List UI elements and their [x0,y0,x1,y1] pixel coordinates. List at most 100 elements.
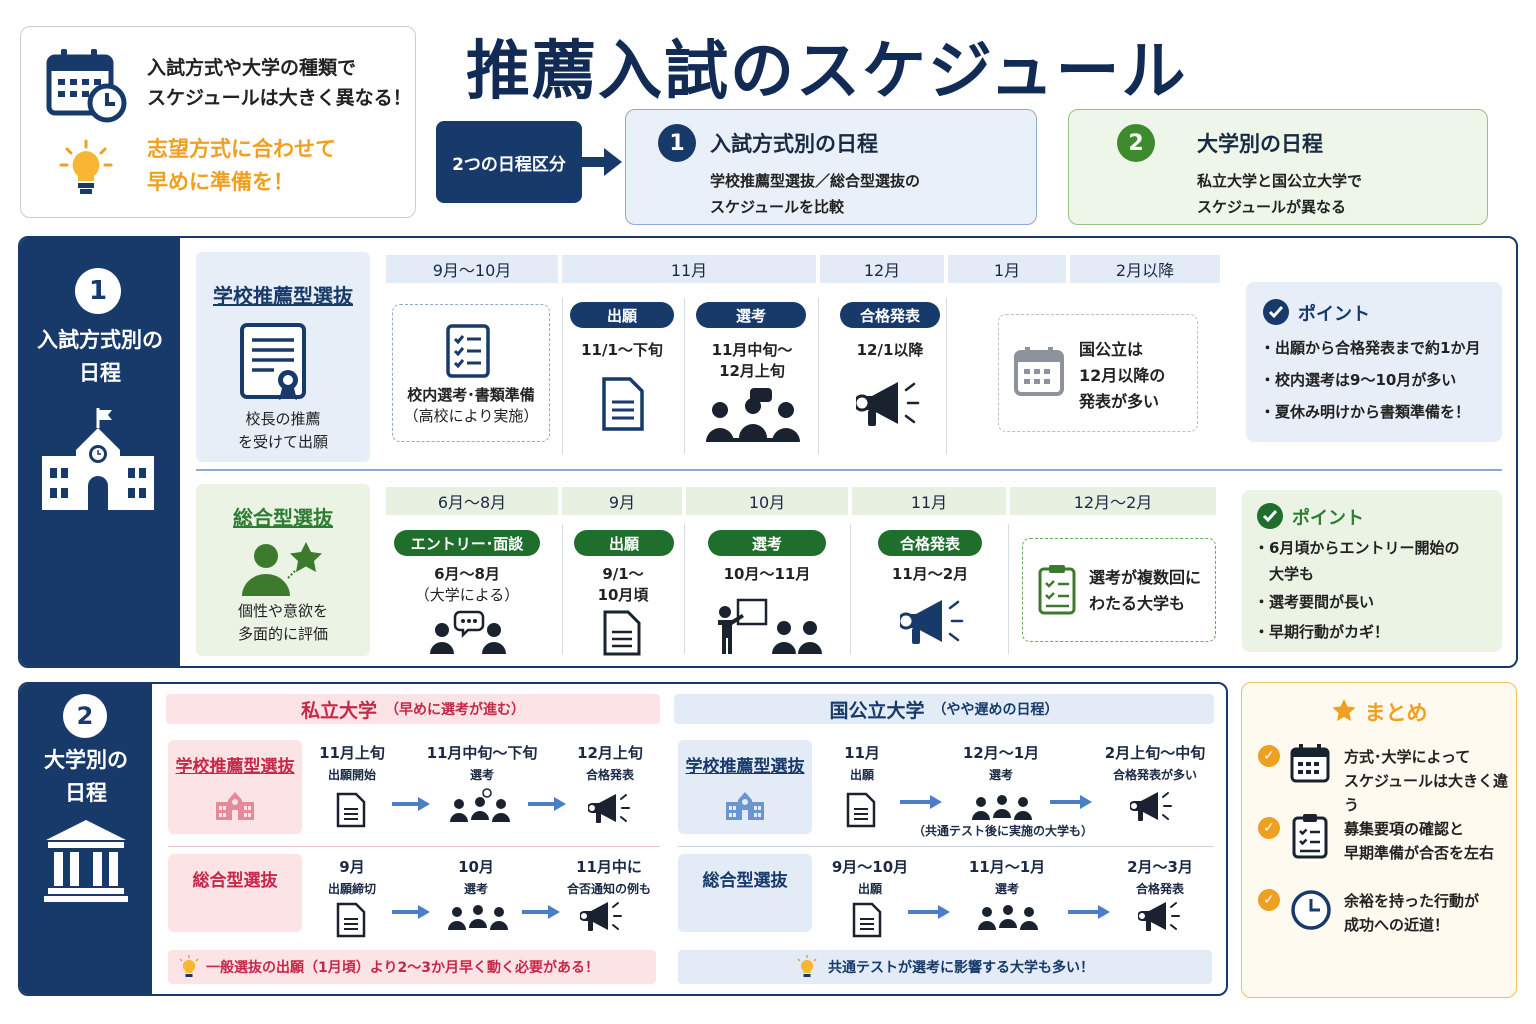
arrow-right-icon [900,794,942,810]
national-subtitle: （やや遅めの日程） [932,702,1059,718]
step-label: 選考 [988,768,1013,782]
row-category-label: 総合型選抜 [702,871,788,891]
step-date: 11月〜2月 [891,565,969,583]
step-date-1: 9/1〜 [602,565,644,583]
national-university-header: 国公立大学 （やや遅めの日程） [674,694,1214,724]
arrow-right-icon [522,904,560,920]
category-desc-1: 個性や意欲を [237,602,328,620]
row-category-label: 総合型選抜 [192,871,278,891]
lightbulb-icon [178,955,200,979]
schedule-type-card-2: 2 大学別の日程 私立大学と国公立大学で スケジュールが異なる [1068,109,1488,225]
divider [946,298,947,454]
schedule-type-card-1: 1 入試方式別の日程 学校推薦型選抜／総合型選抜の スケジュールを比較 [625,109,1037,225]
two-schedules-label: 2つの日程区分 [436,121,582,203]
calendar-clock-icon [45,47,129,123]
megaphone-icon [1130,788,1176,824]
certificate-icon [238,322,312,402]
section-label-2: 日程 [79,361,121,385]
card-desc-2: スケジュールを比較 [710,198,844,216]
page-title: 推薦入試のスケジュール [466,35,1188,109]
summary-title: まとめ [1364,701,1428,725]
step-date: 2月上旬〜中旬 [1104,744,1206,762]
conversation-icon [430,610,506,654]
month-header: 10月 [686,487,848,515]
category-title: 学校推薦型選抜 [213,284,353,308]
step-label: 合格発表 [585,768,634,782]
school-building-icon [40,406,156,514]
school-icon [216,790,254,820]
interview-group-icon [706,388,800,444]
point-item: ・出願から合格発表まで約1か月 [1260,339,1481,357]
step-pill-application: 出願 [570,302,674,328]
intro-tip-1: 志望方式に合わせて [147,137,336,161]
national-general-category: 総合型選抜 [678,854,812,932]
step-label: 出願 [849,768,874,782]
national-note-2: 12月以降の [1079,366,1166,385]
document-icon [600,376,646,432]
summary-item-2-line-2: 早期準備が合否を左右 [1344,844,1495,862]
private-school-category: 学校推薦型選抜 [168,740,302,834]
month-header: 2月以降 [1070,255,1220,283]
step-label: 合格発表 [1135,882,1184,896]
point-title: ポイント [1292,508,1364,529]
national-note-text: 共通テストが選考に影響する大学も多い！ [828,960,1094,976]
summary-item-3-line-2: 成功への近道！ [1344,916,1450,934]
step-label: 選考 [463,882,488,896]
section-1-sidebar: 1 入試方式別の 日程 [20,238,180,666]
check-circle-icon [1262,298,1290,326]
private-note-text: 一般選抜の出願（1月頃）より2〜3か月早く動く必要がある！ [206,960,599,976]
private-university-header: 私立大学 （早めに選考が進む） [166,694,660,724]
general-point-box: ポイント ・6月頃からエントリー開始の 大学も ・選考要間が長い ・早期行動がカ… [1242,490,1502,652]
multi-round-note-box: 選考が複数回に わたる大学も [1022,538,1216,642]
point-item: ・6月頃からエントリー開始の [1254,539,1460,557]
month-header: 6月〜8月 [386,487,558,515]
month-header: 9月〜10月 [386,255,558,283]
document-icon [336,902,366,938]
lightbulb-icon [59,139,113,197]
presentation-icon [716,598,822,654]
step-date-1: 6月〜8月 [434,565,500,583]
national-title: 国公立大学 [829,699,925,722]
card-desc-2: スケジュールが異なる [1197,198,1346,216]
row-divider [678,846,1214,847]
national-note-3: 発表が多い [1079,392,1160,411]
check-circle-icon [1256,502,1284,530]
row-divider [196,469,1502,471]
month-header: 9月 [562,487,682,515]
step-date: 2月〜3月 [1127,858,1193,876]
clipboard-list-icon [1292,813,1328,859]
private-title: 私立大学 [300,699,377,722]
multi-note-1: 選考が複数回に [1089,568,1202,587]
national-note: 共通テストが選考に影響する大学も多い！ [678,950,1212,984]
arrow-right-icon [392,904,430,920]
step-pill-selection: 選考 [696,302,806,328]
arrow-right-icon [1050,794,1092,810]
common-test-note: （共通テスト後に実施の大学も） [912,824,1093,838]
section-label-2: 日程 [65,781,107,805]
summary-item-2-line-1: 募集要項の確認と [1344,820,1465,838]
card-title: 大学別の日程 [1197,132,1323,156]
card-desc-1: 私立大学と国公立大学で [1197,172,1363,190]
document-icon [336,792,366,828]
intro-line-2: スケジュールは大きく異なる！ [147,87,412,109]
arrow-right-icon [582,146,622,178]
step-date: 9月〜10月 [831,858,909,876]
step-date: 11月中に [576,858,642,876]
divider [684,524,685,654]
section-label-1: 大学別の [44,748,128,772]
checklist-icon [445,323,491,379]
step-date: 10月〜11月 [723,565,811,583]
calendar-icon [1013,345,1065,397]
arrow-right-icon [528,796,566,812]
point-item: ・夏休み明けから書類準備を！ [1260,403,1471,421]
school-icon [726,790,764,820]
section-number: 2 [63,694,107,738]
check-icon: ✓ [1258,889,1280,911]
document-icon [852,902,882,938]
interview-group-icon [450,788,510,824]
national-school-category: 学校推薦型選抜 [678,740,812,834]
document-icon [846,792,876,828]
step-date: 11/1〜下旬 [581,341,663,359]
summary-item-1-line-2: スケジュールは大きく違う [1344,772,1508,814]
arrow-right-icon [1068,904,1110,920]
